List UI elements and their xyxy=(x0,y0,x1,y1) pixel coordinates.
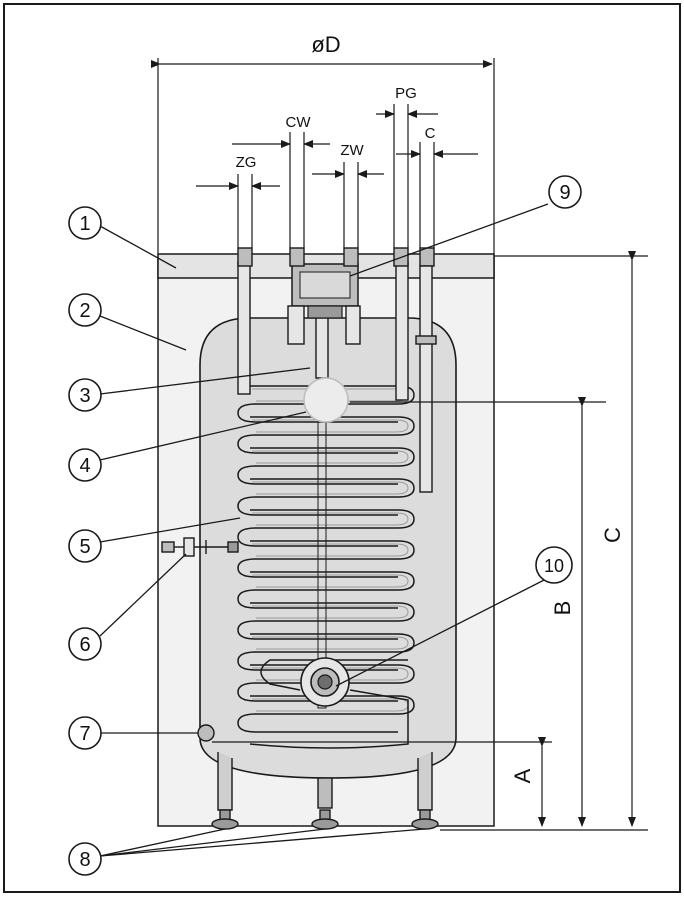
top-connections xyxy=(237,247,437,493)
callout-number-5: 5 xyxy=(79,536,90,558)
dim-label-a: A xyxy=(510,768,535,783)
callout-circle-1 xyxy=(68,206,102,240)
callout-circle-6 xyxy=(68,627,102,661)
dim-label-zw: ZW xyxy=(340,142,364,159)
coil-turn-highlight xyxy=(252,419,409,433)
callout-number-7: 7 xyxy=(79,723,90,745)
callout-number-1: 1 xyxy=(79,213,90,235)
callout-circle-2 xyxy=(68,293,102,327)
anode-rod xyxy=(315,317,329,379)
callout-number-6: 6 xyxy=(79,634,90,656)
control-flange xyxy=(307,305,343,319)
coil-turn-highlight xyxy=(252,605,409,619)
tank-vessel xyxy=(199,317,457,779)
coil-turn-highlight xyxy=(252,512,409,526)
dimension-lines xyxy=(151,58,648,831)
coil-turn-highlight xyxy=(252,636,409,650)
callout-number-8: 8 xyxy=(79,849,90,871)
dim-label-zg: ZG xyxy=(236,154,257,171)
heating-coil xyxy=(237,385,415,749)
callout-number-4: 4 xyxy=(79,455,90,477)
callout-circle-3 xyxy=(68,378,102,412)
coil-pipe-left xyxy=(237,261,251,395)
dim-label-c-small: C xyxy=(425,125,436,142)
drain-fitting xyxy=(317,777,333,809)
coil-turn xyxy=(237,478,415,516)
dim-label-c: C xyxy=(600,527,625,543)
callout-circle-8 xyxy=(68,842,102,876)
dim-label-diameter: øD xyxy=(311,32,340,57)
coil-turn-highlight xyxy=(252,481,409,495)
drain-valve xyxy=(197,724,215,742)
callout-circle-5 xyxy=(68,529,102,563)
coil-turn-highlight xyxy=(252,574,409,588)
callout-number-2: 2 xyxy=(79,300,90,322)
callout-number-3: 3 xyxy=(79,385,90,407)
callout-numbers: 1 2 3 4 5 6 7 8 9 10 xyxy=(79,182,570,871)
coil-turn xyxy=(237,571,415,609)
callout-circle-4 xyxy=(68,448,102,482)
callout-number-10: 10 xyxy=(544,556,564,576)
tank-leg-left xyxy=(217,752,233,811)
sensor-sleeve xyxy=(303,377,349,423)
callout-circle-7 xyxy=(68,716,102,750)
callout-circles xyxy=(68,175,582,876)
coil-turn xyxy=(237,540,415,578)
dim-label-cw: CW xyxy=(286,114,312,131)
inspection-flange-inner xyxy=(317,674,333,690)
electric-heater xyxy=(161,537,239,557)
tank-leg-right xyxy=(417,752,433,811)
callout-leaders xyxy=(99,203,553,857)
coil-turn xyxy=(237,695,415,733)
callout-number-9: 9 xyxy=(559,182,570,204)
coil-turn-highlight xyxy=(252,667,409,681)
coil-pipe-right xyxy=(395,261,409,401)
coil-turn-highlight xyxy=(252,450,409,464)
coil-bottom-return xyxy=(249,659,409,749)
dim-label-b: B xyxy=(550,601,575,616)
control-box-inner xyxy=(299,271,351,299)
callout-circle-10 xyxy=(535,546,573,584)
coil-turn xyxy=(237,416,415,454)
callout-circle-9 xyxy=(548,175,582,209)
outer-border xyxy=(3,3,681,893)
dim-label-pg: PG xyxy=(395,85,417,102)
coil-turn xyxy=(237,633,415,671)
coil-turn xyxy=(237,447,415,485)
coil-turn xyxy=(237,509,415,547)
coil-turn xyxy=(237,602,415,640)
coil-turn-highlight xyxy=(252,543,409,557)
